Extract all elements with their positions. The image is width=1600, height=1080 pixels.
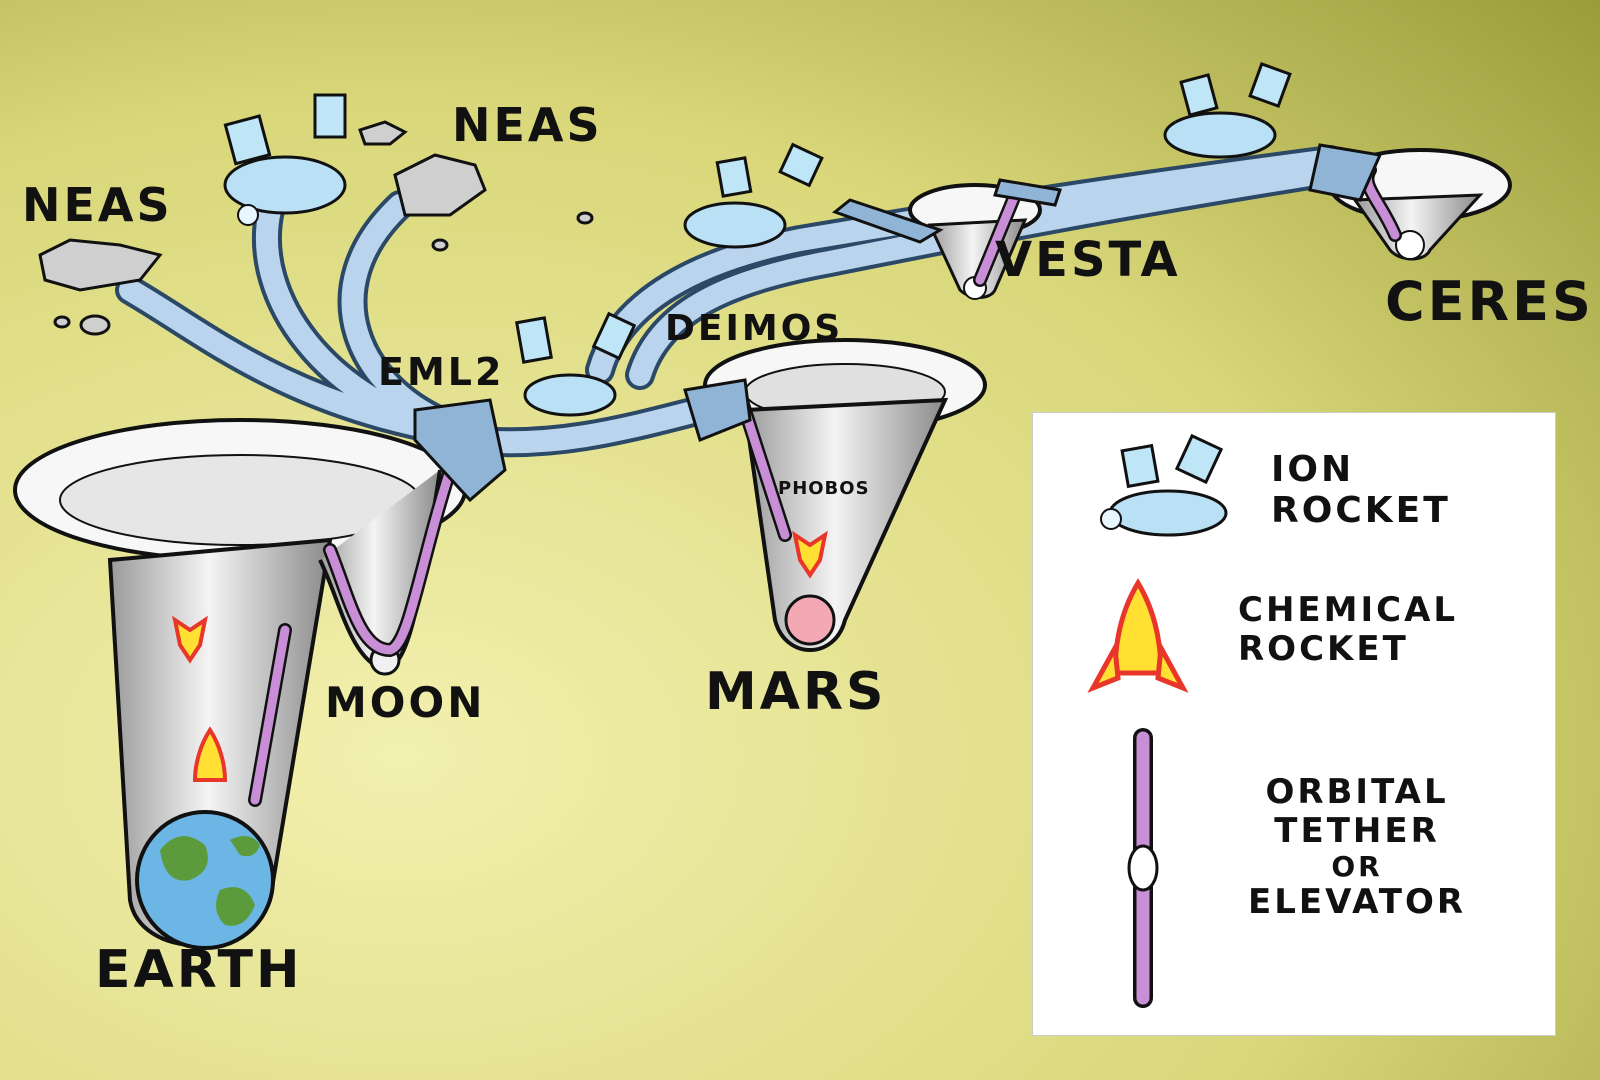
label-mars: MARS <box>705 662 887 722</box>
chemical-rocket-icon <box>192 726 228 782</box>
asteroids <box>38 120 594 336</box>
label-vesta: VESTA <box>995 232 1181 288</box>
docking-stations <box>413 143 1383 503</box>
label-phobos: PHOBOS <box>778 478 870 499</box>
chemical-rocket-icon <box>172 615 208 664</box>
legend-chemical-line2: ROCKET <box>1238 629 1409 670</box>
ion-rocket-icon <box>515 311 637 417</box>
ion-rockets <box>223 61 1292 417</box>
ion-rocket-icon <box>683 142 824 249</box>
chemical-rocket-icon <box>792 530 828 579</box>
legend-tether-line2: TETHER <box>1274 811 1440 852</box>
label-moon: MOON <box>325 678 486 727</box>
legend-ion-line1: ION <box>1271 449 1355 490</box>
earth-planet <box>135 810 275 950</box>
label-ceres: CERES <box>1385 270 1594 333</box>
label-deimos: DEIMOS <box>665 308 844 349</box>
mars-planet <box>784 594 836 646</box>
legend-chemical-rocket-icon <box>1087 578 1189 693</box>
legend-tether-line4: ELEVATOR <box>1248 882 1467 923</box>
legend-chemical-text: CHEMICAL ROCKET <box>1238 590 1459 670</box>
label-neas-top: NEAS <box>452 98 603 152</box>
legend-chemical-line1: CHEMICAL <box>1238 590 1459 630</box>
legend: ION ROCKET CHEMICAL ROCKET ORBITAL TETHE… <box>1032 412 1556 1036</box>
legend-tether-line3: OR <box>1331 850 1383 884</box>
ion-rocket-icon <box>223 93 347 226</box>
label-eml2: EML2 <box>378 350 505 394</box>
legend-ion-line2: ROCKET <box>1271 490 1451 532</box>
legend-tether-line1: ORBITAL <box>1265 772 1449 812</box>
mars-gravity-well <box>703 338 987 652</box>
legend-ion-rocket-icon <box>1100 433 1228 537</box>
legend-ion-text: ION ROCKET <box>1271 449 1451 532</box>
label-neas-left: NEAS <box>22 178 173 232</box>
ion-rocket-icon <box>1163 61 1292 159</box>
chemical-rockets <box>172 530 828 782</box>
transfer-tracks <box>115 145 1355 458</box>
legend-tether-text: ORBITAL TETHER OR ELEVATOR <box>1248 772 1467 923</box>
label-earth: EARTH <box>95 940 303 1000</box>
legend-tether-icon <box>1127 728 1159 1008</box>
